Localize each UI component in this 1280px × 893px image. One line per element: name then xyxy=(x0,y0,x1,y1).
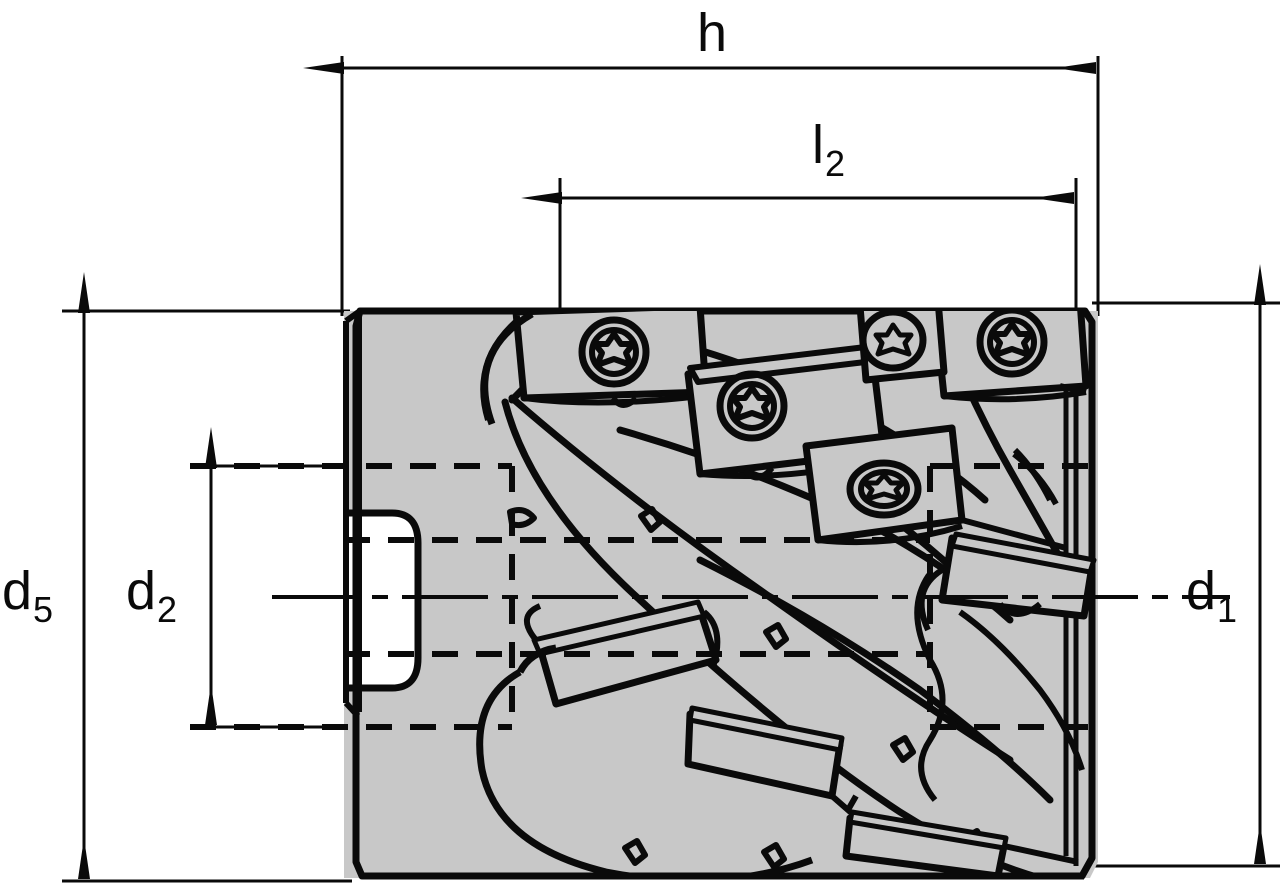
insert-pocket-1 xyxy=(512,311,710,408)
torx-screw-1-outer xyxy=(578,316,650,388)
dimension-label-d5: d5 xyxy=(2,561,53,628)
hidden-lines xyxy=(190,463,1098,730)
dimension-label-l2-sub: 2 xyxy=(825,143,846,184)
insert-3-body xyxy=(802,424,966,544)
dimension-label-h: h xyxy=(697,6,727,60)
torx-screw-3-icon xyxy=(862,472,906,502)
insert-pocket-4 xyxy=(930,311,1090,403)
insert-7-topface xyxy=(531,599,707,657)
insert-7-right-radius xyxy=(701,609,721,665)
torx-screw-3-outer xyxy=(846,459,922,519)
dimension-label-d1-base: d xyxy=(1186,561,1217,621)
insert-pocket-3 xyxy=(802,424,966,546)
insert-1-seat xyxy=(523,393,701,406)
upper-left-arc xyxy=(481,311,534,426)
insert-8-right-end xyxy=(830,793,859,815)
dimension-label-d2-sub: 2 xyxy=(157,589,178,630)
dimension-lines xyxy=(78,62,1266,879)
torx-screw-1-icon xyxy=(592,331,636,368)
insert-6-topface xyxy=(949,531,1097,575)
torx-screw-5-icon xyxy=(873,322,914,357)
dimension-label-d1: d1 xyxy=(1186,561,1237,628)
dimension-label-d5-base: d xyxy=(2,561,33,621)
torx-screw-3-inner xyxy=(858,469,910,509)
torx-screw-2-icon xyxy=(730,385,774,422)
insert-4-seat xyxy=(943,389,1087,403)
body-notch-outline xyxy=(346,509,422,692)
torx-screw-4-inner xyxy=(987,317,1037,367)
torx-screw-2-outer xyxy=(716,370,788,442)
insert-1-nib xyxy=(610,395,639,408)
dimension-label-h-base: h xyxy=(697,3,728,63)
body-left-notch xyxy=(344,511,420,690)
insert-8-topface xyxy=(687,705,845,753)
right-contours xyxy=(961,383,1087,865)
dimension-label-d2: d2 xyxy=(126,561,177,628)
insert-7-left-radius xyxy=(524,603,542,642)
lower-boss-outline xyxy=(476,668,814,878)
torx-screw-1-inner xyxy=(589,327,639,377)
dimension-label-l2: l2 xyxy=(812,115,845,182)
insert-pocket-8 xyxy=(684,705,859,815)
insert-2-nib xyxy=(742,465,775,481)
torx-screw-2-inner xyxy=(727,381,777,431)
torx-screw-4-outer xyxy=(976,311,1048,378)
dimension-label-d5-sub: 5 xyxy=(33,589,54,630)
dimension-label-d1-sub: 1 xyxy=(1217,589,1238,630)
torx-screw-5-outer xyxy=(859,311,927,372)
torx-screw-4-icon xyxy=(990,321,1034,358)
dimension-label-d2-base: d xyxy=(126,561,157,621)
insert-6-nib xyxy=(997,601,1042,617)
dimension-label-l2-base: l xyxy=(812,115,824,175)
insert-pocket-5-partial xyxy=(856,311,948,384)
